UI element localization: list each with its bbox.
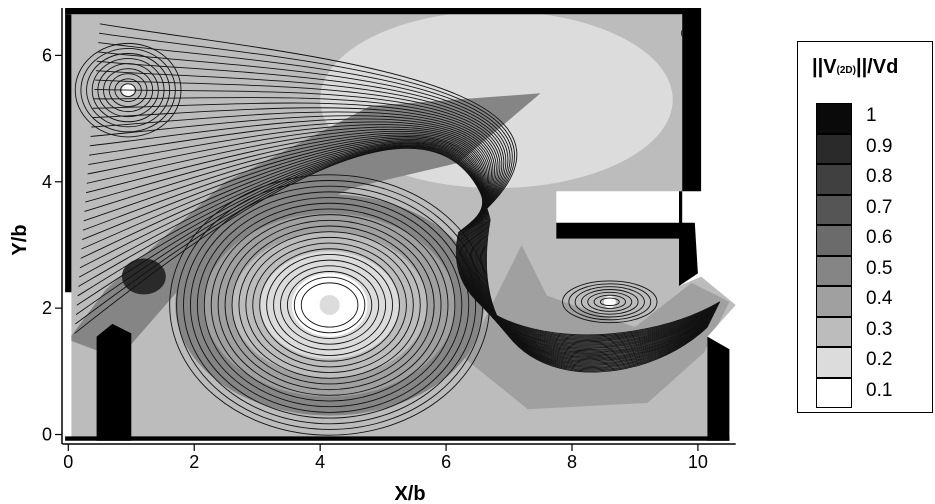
x-axis-ticks: 0 2 4 6 8 10 [63, 444, 708, 472]
colorbar-label: 0.6 [866, 227, 893, 248]
wall-0 [65, 8, 698, 15]
y-axis-ticks: 0 2 4 6 [42, 45, 62, 445]
field-zone-channel [465, 245, 730, 410]
field-zone-jet [71, 93, 541, 359]
colorbar-title: ||V(2D)||/Vd [812, 56, 899, 78]
colorbar-swatch [816, 164, 852, 195]
wall-4 [65, 14, 72, 293]
colorbar-legend: ||V(2D)||/Vd 1 0.9 0.8 0.7 0.6 0.5 0.4 0.3 0.2 0.… [797, 41, 933, 413]
through-streamline [96, 60, 719, 340]
closed-streamline [245, 236, 414, 374]
through-streamline [88, 124, 715, 353]
colorbar-title-subscript: (2D) [836, 65, 856, 76]
wall-2 [556, 191, 683, 239]
colorbar-label: 0.5 [866, 257, 893, 279]
x-tick-label: 8 [567, 452, 577, 472]
closed-streamline [252, 242, 407, 368]
through-streamline [89, 118, 716, 350]
vortex-core-2 [603, 295, 616, 308]
through-streamline [89, 121, 715, 352]
x-tick-label: 0 [63, 452, 73, 472]
wall-7 [65, 436, 730, 441]
x-tick-label: 2 [189, 452, 199, 472]
through-streamline [92, 107, 717, 347]
streamlines [74, 23, 721, 436]
through-streamline [99, 23, 721, 336]
colorbar-swatch [816, 194, 852, 225]
x-tick-label: 6 [441, 452, 451, 472]
through-streamline [87, 126, 715, 354]
solid-walls [65, 8, 730, 441]
closed-streamline [286, 271, 373, 339]
y-tick-label: 6 [42, 45, 52, 65]
colorbar-label: 0.1 [866, 379, 893, 401]
axes: 0 2 4 6 8 10 0 2 4 6 X/b Y/b [9, 8, 736, 504]
wall-5 [96, 323, 132, 441]
colorbar-swatch [816, 225, 852, 256]
closed-streamline [231, 225, 428, 385]
colorbar-label: 0.4 [866, 288, 893, 309]
y-tick-label: 4 [42, 172, 52, 192]
colorbar-swatch [816, 286, 852, 317]
colorbar-label: 0.3 [866, 318, 893, 340]
wall-1 [682, 8, 702, 192]
colorbar-swatch [816, 133, 852, 164]
closed-streamline [210, 208, 449, 402]
closed-streamline [300, 282, 359, 328]
closed-streamline [574, 286, 645, 318]
colorbar-label: 1 [866, 105, 877, 126]
closed-streamline [568, 283, 652, 321]
closed-streamline [259, 248, 400, 362]
through-streamline [94, 89, 718, 344]
closed-streamline [224, 219, 435, 391]
closed-streamline [266, 253, 394, 356]
closed-streamline [593, 294, 626, 309]
colorbar-label: 0.2 [866, 349, 893, 370]
through-streamline [98, 42, 720, 338]
closed-streamline [203, 202, 456, 408]
colorbar-swatch [816, 377, 852, 408]
colorbar-label: 0.9 [866, 135, 893, 157]
through-streamline [98, 32, 720, 337]
closed-streamline [189, 191, 470, 419]
closed-streamline [293, 276, 366, 334]
through-streamline [97, 51, 720, 339]
vortex-core-1 [319, 294, 340, 315]
through-streamline [92, 102, 717, 346]
closed-streamline [183, 185, 477, 425]
through-streamline [93, 96, 718, 345]
y-tick-label: 0 [42, 425, 52, 445]
colorbar-swatch [816, 255, 852, 286]
closed-streamline [273, 259, 387, 351]
colorbar-swatch [816, 347, 852, 378]
colorbar-swatch [816, 316, 852, 347]
x-axis-label: X/b [394, 483, 425, 504]
closed-streamline [580, 289, 639, 315]
through-streamline [90, 115, 716, 349]
closed-streamline [217, 214, 442, 396]
closed-streamline [238, 231, 421, 379]
colorbar-label: 0.8 [866, 166, 893, 187]
wall-3 [679, 222, 698, 286]
high-speed-zone [121, 258, 166, 295]
x-tick-label: 4 [315, 452, 325, 472]
y-axis-label: Y/b [9, 224, 31, 255]
closed-streamline [587, 291, 633, 312]
closed-streamline [280, 265, 380, 345]
colorbar-swatch [816, 103, 852, 134]
x-tick-label: 10 [688, 452, 708, 472]
through-streamline [91, 111, 717, 348]
y-tick-label: 2 [42, 298, 52, 318]
through-streamline [95, 70, 719, 341]
through-streamline [86, 128, 714, 355]
flow-plot: 0 2 4 6 8 10 0 2 4 6 X/b Y/b [9, 8, 736, 504]
closed-streamline [196, 197, 463, 413]
closed-streamline [562, 280, 658, 324]
wall-6 [707, 336, 730, 441]
closed-streamline [599, 297, 620, 307]
colorbar-label: 0.7 [866, 196, 893, 218]
through-streamline [95, 79, 718, 343]
